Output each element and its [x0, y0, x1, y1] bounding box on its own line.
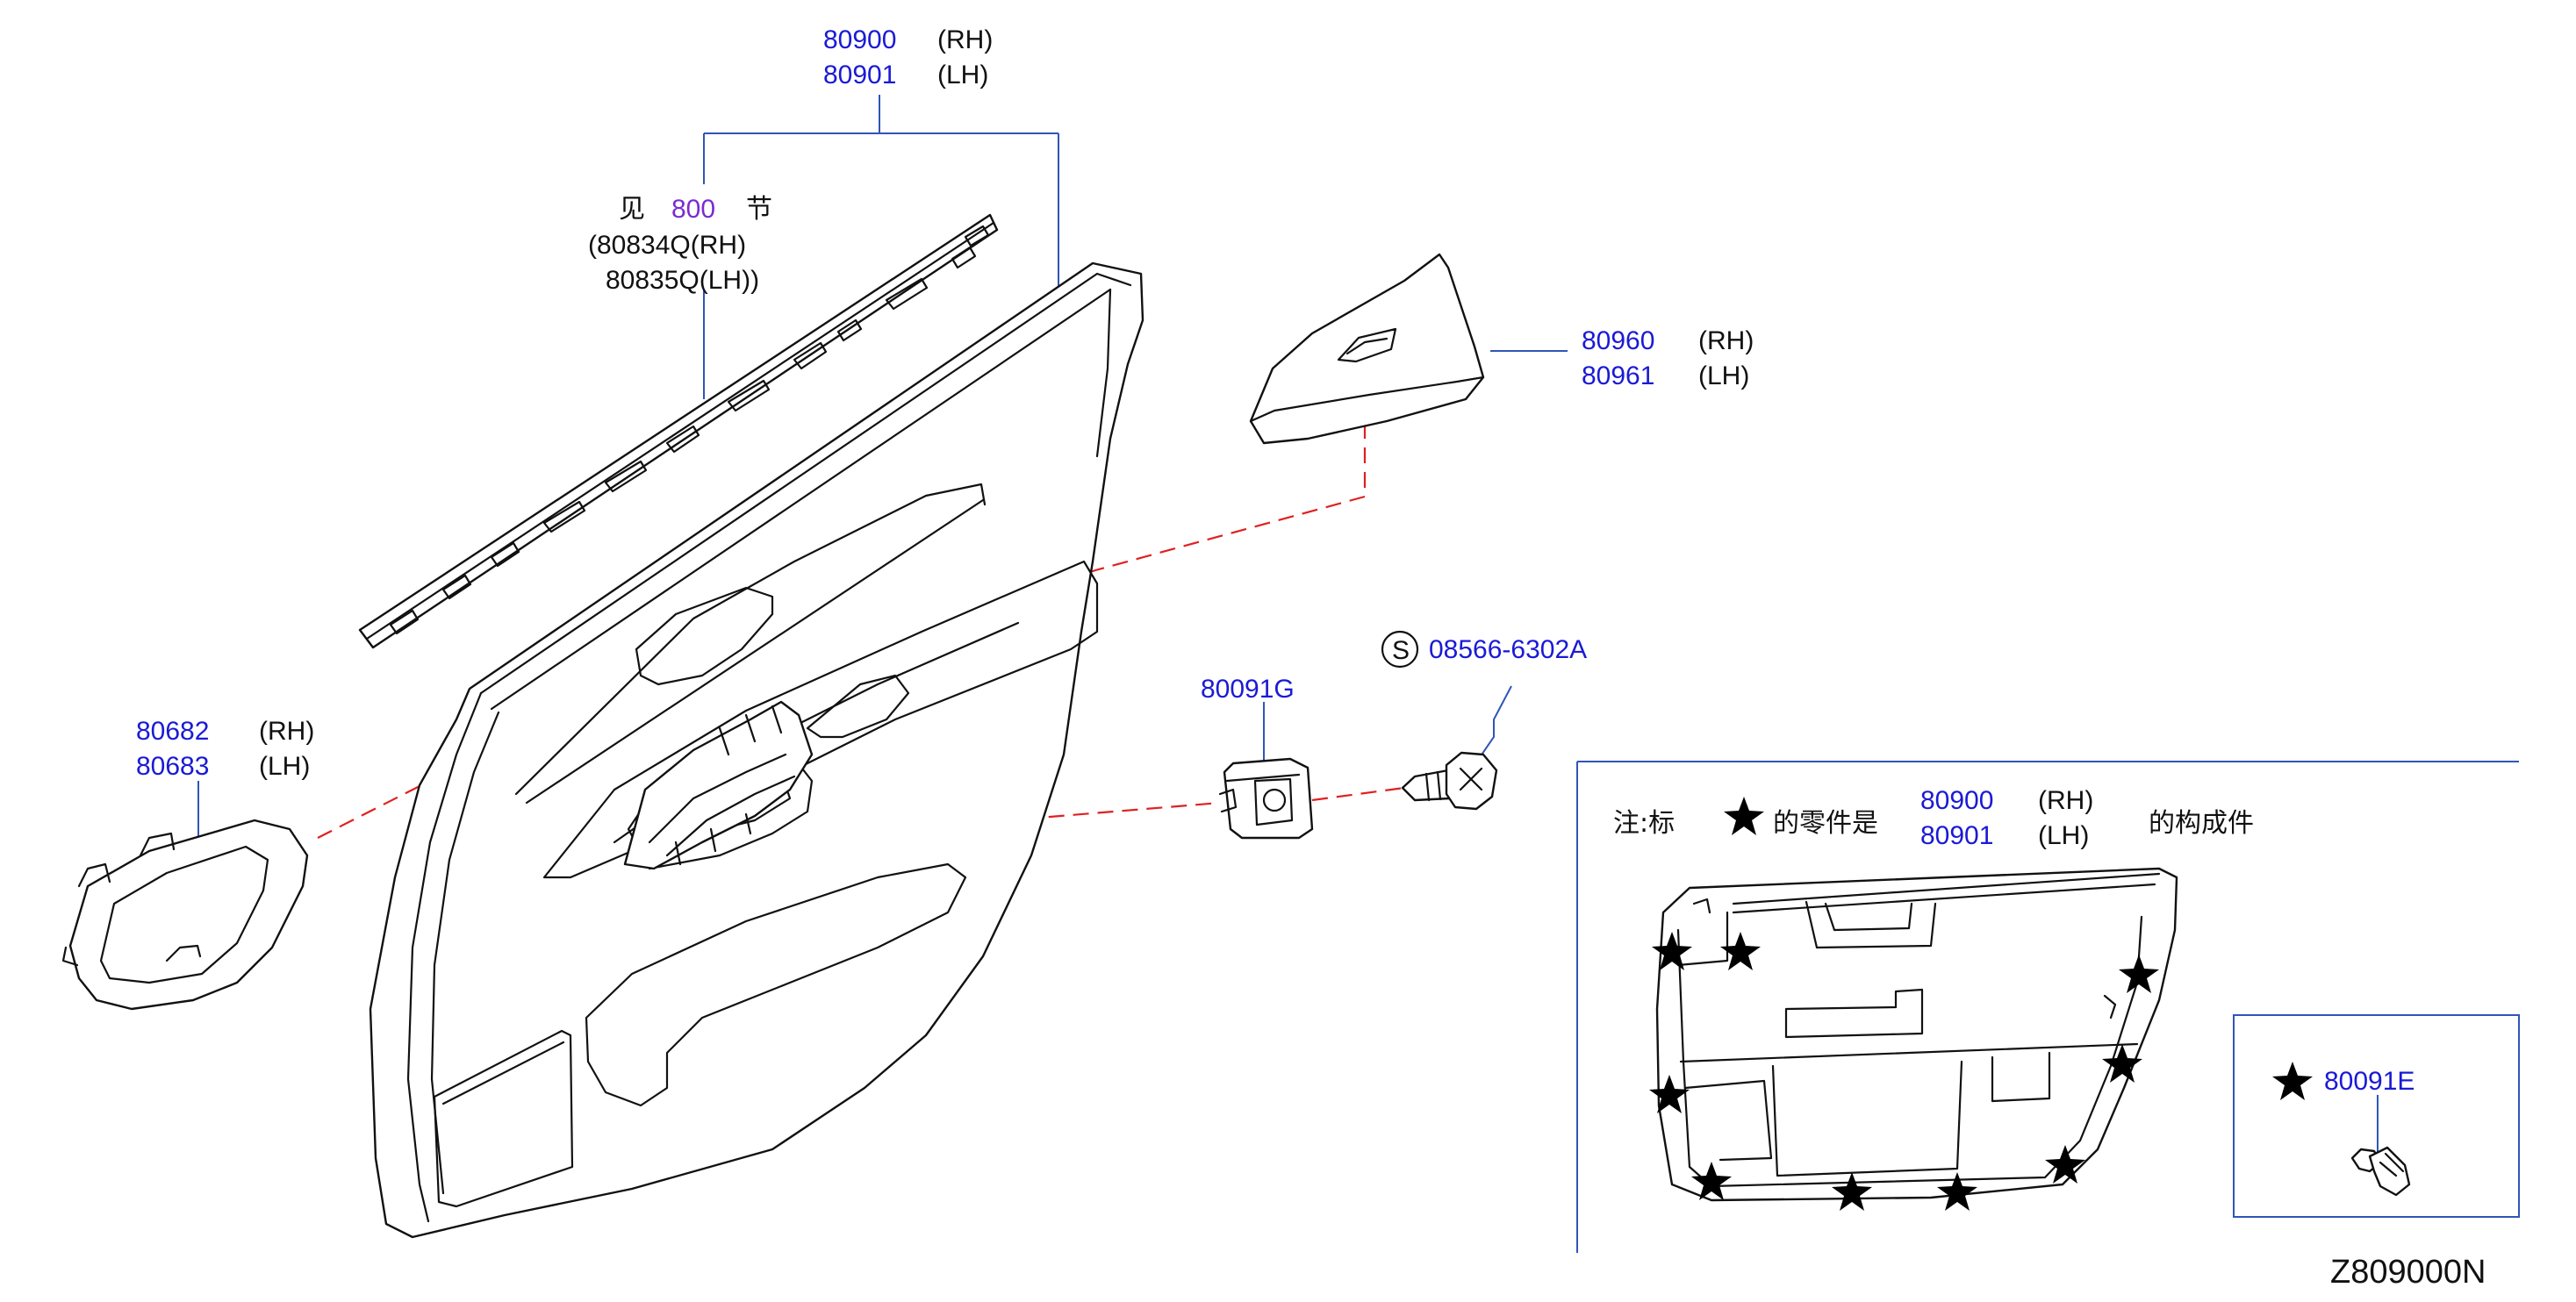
star-icon	[2119, 955, 2159, 993]
note-rh-number: 80900	[1920, 786, 1993, 815]
callout-screw: S 08566-6302A	[1392, 635, 1587, 665]
diagram-code: Z809000N	[2330, 1254, 2486, 1291]
screw-symbol-circle	[1381, 630, 1419, 669]
window-switch-part	[1249, 253, 1485, 445]
callout-trim-rh: 80900 (RH)	[823, 25, 993, 54]
star-icon	[1832, 1172, 1872, 1211]
star-icon	[2045, 1145, 2085, 1184]
leader-trim-bracket	[703, 95, 1059, 290]
trim-lh-number: 80901	[823, 61, 896, 89]
inner-handle-assembly	[623, 700, 814, 870]
note-prefix: 注:标	[1613, 808, 1675, 839]
callout-escutcheon-rh: 80682 (RH)	[136, 717, 314, 746]
escutcheon-lh-side: (LH)	[259, 752, 310, 781]
weatherstrip-rh-label: (80834Q(RH)	[588, 231, 746, 260]
clip-part-number: 80091G	[1201, 675, 1295, 704]
note-lh-number: 80901	[1920, 821, 1993, 850]
weatherstrip-lh-label: 80835Q(LH))	[606, 266, 759, 295]
star-icon	[1691, 1162, 1732, 1200]
star-icon	[1652, 932, 1692, 970]
note-lh-side: (LH)	[2038, 821, 2089, 850]
leader-screw	[1474, 685, 1512, 766]
weatherstrip-clips	[389, 225, 990, 635]
star-icon	[1724, 797, 1764, 835]
star-icon	[1649, 1075, 1690, 1113]
inset-clip-part-number: 80091E	[2324, 1067, 2415, 1096]
switch-rh-number: 80960	[1582, 326, 1654, 355]
callout-see-section: 见 800 节	[619, 194, 772, 225]
escutcheon-rh-side: (RH)	[259, 717, 314, 746]
note-middle: 的零件是	[1773, 808, 1878, 839]
inset-note: 注:标 的零件是 80900 (RH) 80901 (LH) 的构成件	[1613, 786, 2254, 850]
callout-trim-lh: 80901 (LH)	[823, 61, 988, 89]
inset-panel-back-view	[1655, 867, 2178, 1202]
switch-rh-side: (RH)	[1698, 326, 1754, 355]
escutcheon-part	[61, 819, 309, 1011]
note-suffix: 的构成件	[2149, 808, 2254, 839]
note-rh-side: (RH)	[2038, 786, 2093, 815]
star-icon	[1937, 1172, 1977, 1211]
clip-80091E-part	[2350, 1146, 2411, 1197]
callout-switch-lh: 80961 (LH)	[1582, 361, 1749, 390]
switch-lh-side: (LH)	[1698, 361, 1749, 390]
star-icon	[2102, 1044, 2142, 1083]
see-section-prefix: 见	[619, 194, 645, 225]
callout-switch-rh: 80960 (RH)	[1582, 326, 1754, 355]
weatherstrip-part	[358, 213, 999, 649]
inset-frame	[1576, 761, 2519, 1253]
inset-star-markers	[1649, 932, 2159, 1211]
clip-80091G-part	[1218, 757, 1314, 840]
star-icon	[1720, 932, 1761, 970]
leader-lines	[197, 95, 2379, 1154]
trim-rh-side: (RH)	[937, 25, 993, 54]
trim-lh-side: (LH)	[937, 61, 988, 89]
trim-rh-number: 80900	[823, 25, 896, 54]
switch-lh-number: 80961	[1582, 361, 1654, 390]
inset-clip-box	[2233, 1014, 2520, 1218]
star-icon	[2272, 1062, 2313, 1100]
screw-part-number: 08566-6302A	[1429, 635, 1587, 664]
callout-escutcheon-lh: 80683 (LH)	[136, 752, 310, 781]
screw-symbol: S	[1392, 636, 1410, 665]
see-section-ref[interactable]: 800	[671, 195, 715, 224]
escutcheon-lh-number: 80683	[136, 752, 209, 781]
screw-part	[1401, 751, 1498, 811]
see-section-suffix: 节	[746, 194, 772, 225]
escutcheon-rh-number: 80682	[136, 717, 209, 746]
dash-clip-to-screw	[1311, 786, 1405, 802]
